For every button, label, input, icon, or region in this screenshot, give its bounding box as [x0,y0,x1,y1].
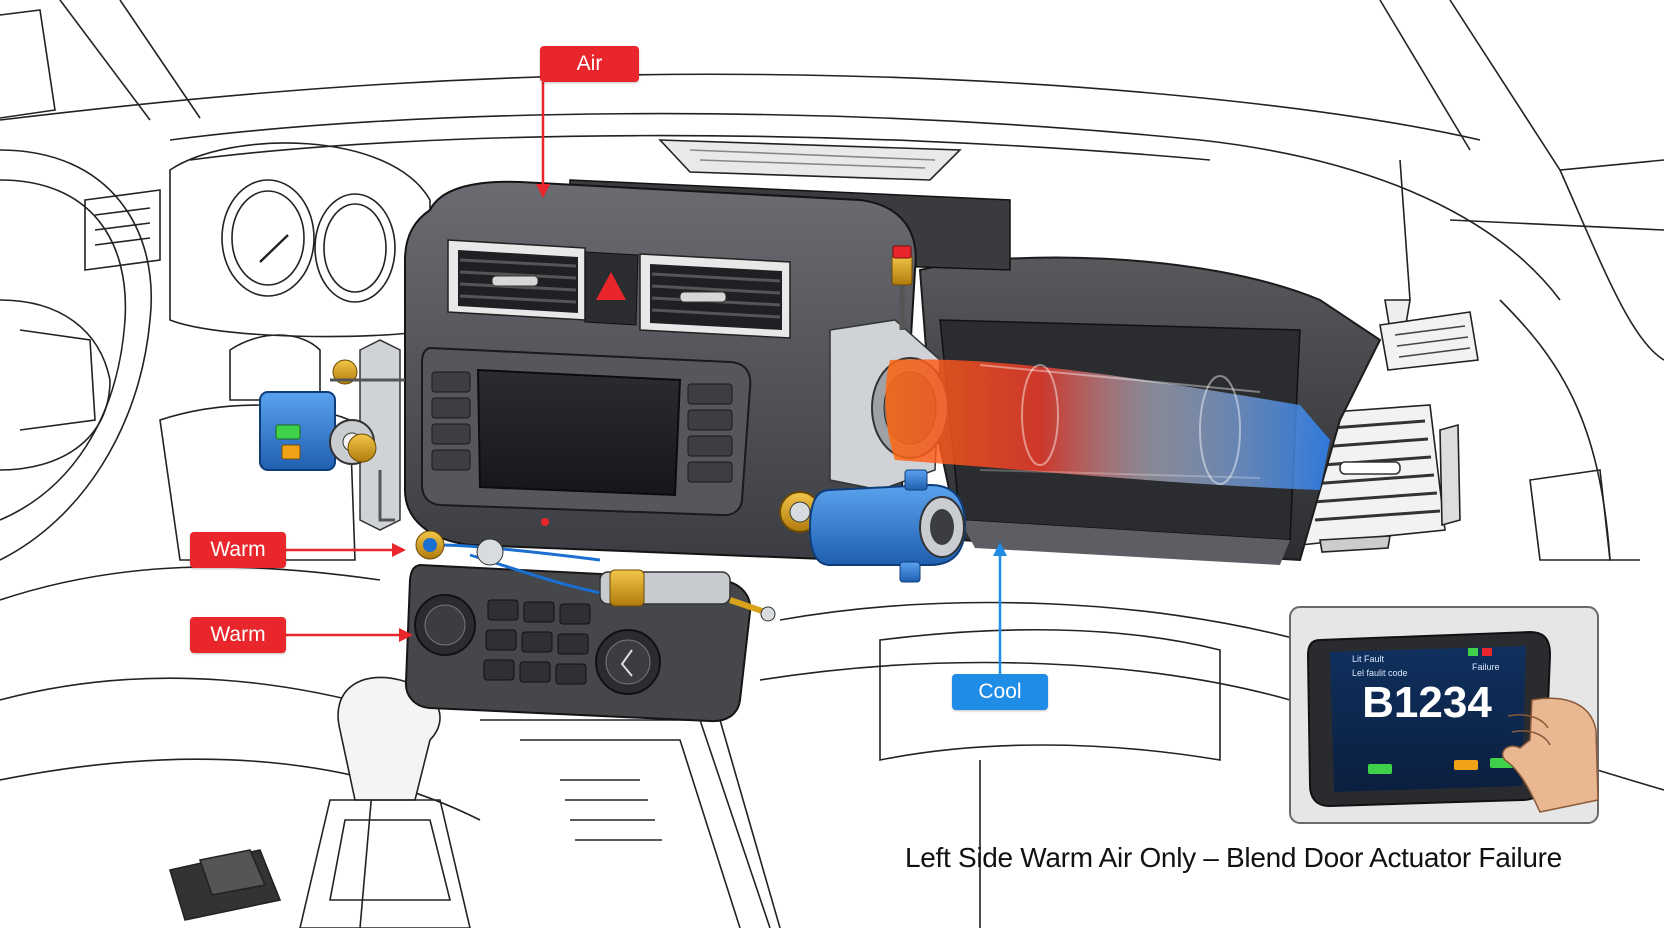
left-blend-door-actuator [259,339,405,531]
hand-icon [1501,697,1599,813]
airflow-stream [885,359,1330,490]
scanner-header-sub: Lel faulit code [1352,668,1408,678]
scanner-header-left: Lit Fault [1352,654,1385,664]
hazard-triangle-icon [596,272,626,300]
scanner-header-right: Failure [1472,662,1500,672]
linkage-tubes [415,530,776,622]
warm-label-lower: Warm [190,617,286,653]
scanner-inset [1289,606,1599,824]
scanner-tablet [1306,630,1552,808]
cool-label: Cool [952,674,1048,710]
warm-label-upper: Warm [190,532,286,568]
fault-code: B1234 [1362,678,1492,727]
callout-arrows [285,82,1007,675]
air-label: Air [540,46,639,82]
diagram-caption: Left Side Warm Air Only – Blend Door Act… [905,842,1562,873]
